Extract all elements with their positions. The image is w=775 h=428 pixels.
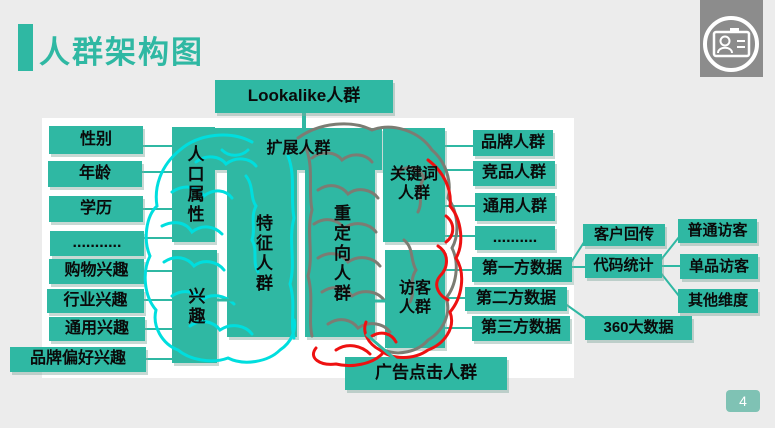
- box-other-dimension: 其他维度: [678, 289, 758, 313]
- box-expand-audience: 扩展人群: [215, 128, 382, 170]
- box-demographic-more: ...........: [50, 231, 144, 256]
- box-normal-visitor: 普通访客: [678, 219, 757, 243]
- box-brand-audience: 品牌人群: [473, 130, 553, 156]
- box-feature-audience: 特征人群: [227, 170, 297, 337]
- box-education: 学历: [49, 196, 143, 222]
- page-number-badge: 4: [726, 390, 760, 412]
- box-age: 年龄: [48, 161, 142, 187]
- box-second-party-data: 第二方数据: [465, 287, 567, 311]
- box-general-audience: 通用人群: [475, 193, 555, 221]
- box-third-party-data: 第三方数据: [472, 316, 570, 341]
- box-competitor-audience: 竞品人群: [473, 161, 555, 186]
- box-general-interest: 通用兴趣: [49, 317, 145, 341]
- box-interest-category: 兴趣: [172, 250, 217, 363]
- box-keyword-audience: 关键词人群: [383, 128, 445, 242]
- box-demographic-category: 人口属性: [172, 127, 215, 242]
- box-visitor-audience: 访客人群: [385, 250, 445, 348]
- box-gender: 性别: [49, 126, 143, 154]
- box-first-party-data: 第一方数据: [472, 257, 572, 282]
- box-360-big-data: 360大数据: [585, 316, 692, 340]
- box-customer-return: 客户回传: [583, 224, 665, 246]
- page-title: 人群架构图: [39, 35, 204, 70]
- box-industry-interest: 行业兴趣: [47, 289, 144, 313]
- box-brand-preference-interest: 品牌偏好兴趣: [10, 347, 146, 372]
- box-ad-click-audience: 广告点击人群: [345, 357, 507, 390]
- corner-ribbon: [700, 0, 763, 77]
- box-code-tracking: 代码统计: [585, 254, 662, 278]
- box-lookalike: Lookalike人群: [215, 80, 393, 113]
- title-accent-bar: [18, 24, 33, 71]
- box-single-item-visitor: 单品访客: [680, 254, 758, 279]
- box-shopping-interest: 购物兴趣: [49, 259, 144, 284]
- box-keyword-more: ..........: [475, 226, 555, 250]
- id-card-badge-icon: [703, 16, 759, 72]
- box-retarget-audience: 重定向人群: [305, 170, 375, 337]
